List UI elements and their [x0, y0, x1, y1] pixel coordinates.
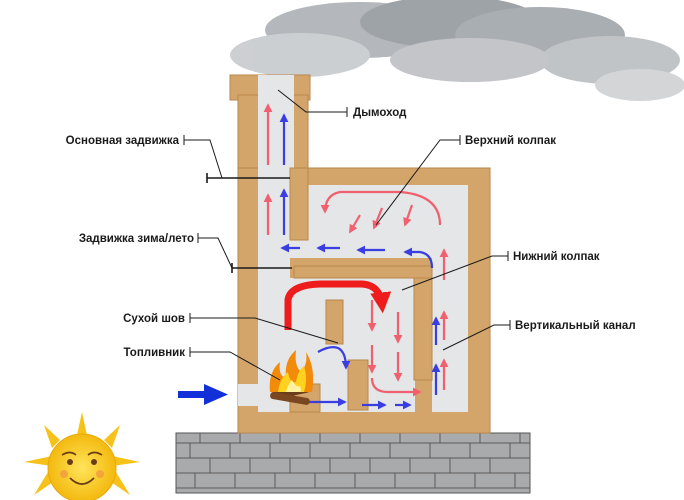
- main-damper: [206, 173, 290, 183]
- dry-seam-label: Сухой шов: [123, 313, 185, 325]
- summer-winter-damper-label: Задвижка зима/лето: [79, 233, 194, 245]
- upper-cap-label: Верхний колпак: [465, 135, 556, 147]
- cloud-icon: [230, 0, 684, 101]
- fire-icon: [269, 350, 314, 405]
- hot-gas-flow: [263, 103, 449, 397]
- firebox-label: Топливник: [124, 347, 186, 359]
- sun-icon: [24, 412, 140, 500]
- brick-foundation: [175, 432, 531, 494]
- leader-lines: [183, 89, 511, 381]
- intake-arrow-icon: [178, 384, 228, 405]
- vertical-channel-label: Вертикальный канал: [515, 320, 636, 332]
- stove-channels: [238, 75, 468, 412]
- chimney-label: Дымоход: [353, 107, 407, 119]
- main-hot-stream: [284, 280, 392, 330]
- cool-gas-flow: [279, 113, 441, 410]
- main-damper-label: Основная задвижка: [66, 135, 180, 147]
- brick-partitions: [289, 167, 433, 413]
- lower-cap-label: Нижний колпак: [513, 251, 600, 263]
